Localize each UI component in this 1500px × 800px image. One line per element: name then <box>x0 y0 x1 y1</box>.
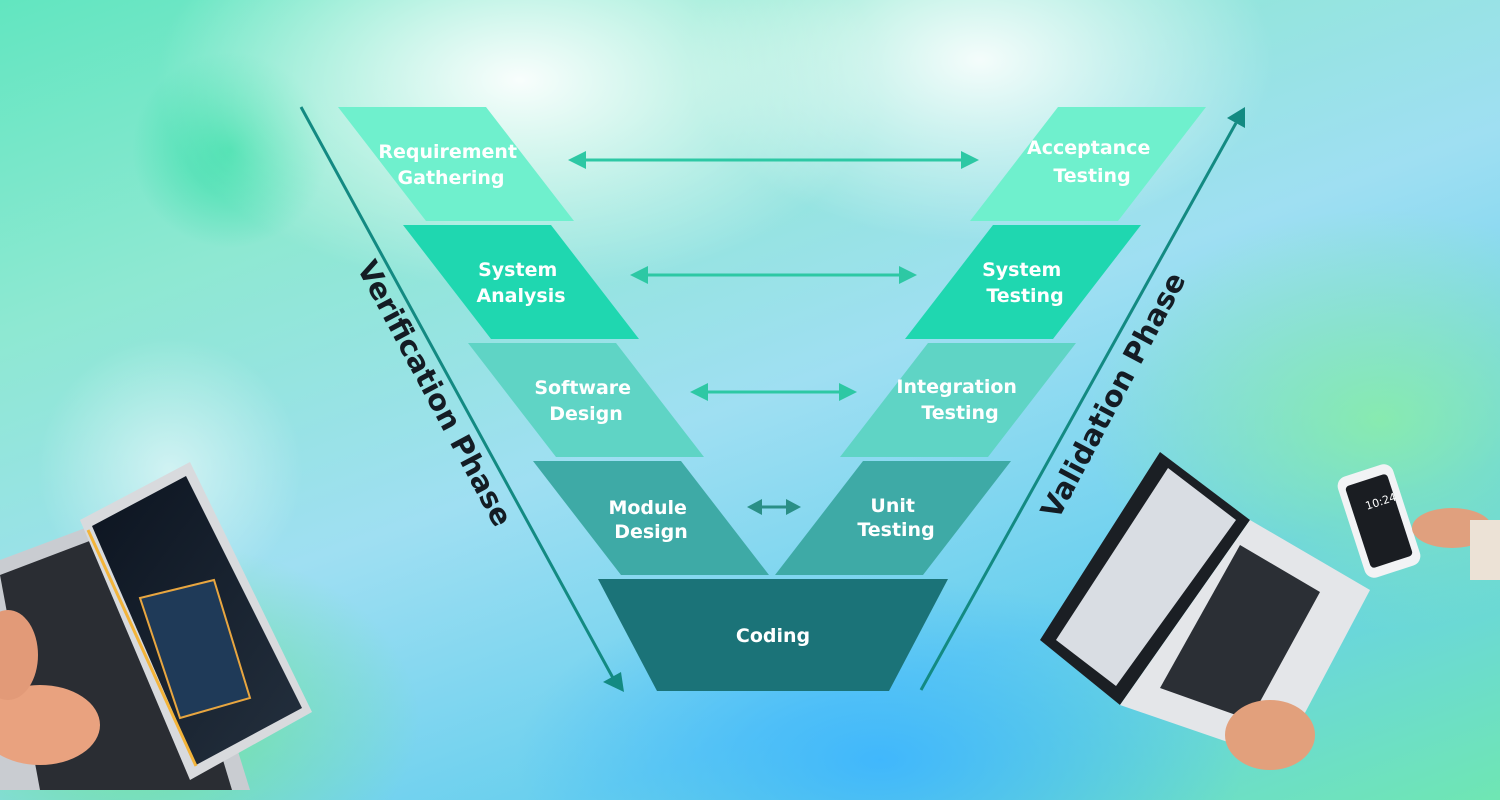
stage-block-acceptance-testing <box>970 107 1206 221</box>
stage-block-integration-testing <box>840 343 1076 457</box>
stage-label-integration-testing: Integration Testing <box>896 376 1023 424</box>
stage-label-unit-testing: Unit Testing <box>857 495 934 541</box>
stage-block-unit-testing <box>775 461 1011 575</box>
correspondence-arrow-1 <box>568 151 979 169</box>
stage-label-system-analysis: System Analysis <box>476 259 565 307</box>
right-laptop-illustration: 10:24 <box>1040 452 1500 770</box>
correspondence-arrow-4 <box>747 499 801 515</box>
stage-block-module-design <box>533 461 769 575</box>
stage-block-system-testing <box>905 225 1141 339</box>
stage-label-module-design: Module Design <box>608 497 693 543</box>
correspondence-arrow-2 <box>630 266 917 284</box>
stage-block-requirement-gathering <box>338 107 574 221</box>
stage-block-software-design <box>468 343 704 457</box>
stage-label-software-design: Software Design <box>534 377 637 425</box>
verification-axis-arrow <box>299 106 624 692</box>
left-laptop-illustration <box>0 462 312 790</box>
stage-label-system-testing: System Testing <box>982 259 1068 307</box>
stage-label-coding: Coding <box>736 625 810 647</box>
stage-label-acceptance-testing: Acceptance Testing <box>1027 137 1157 187</box>
stage-block-system-analysis <box>403 225 639 339</box>
stage-block-coding <box>598 579 948 691</box>
validation-axis-arrow <box>919 107 1245 691</box>
correspondence-arrow-3 <box>690 383 857 401</box>
stage-label-requirement-gathering: Requirement Gathering <box>378 141 523 189</box>
